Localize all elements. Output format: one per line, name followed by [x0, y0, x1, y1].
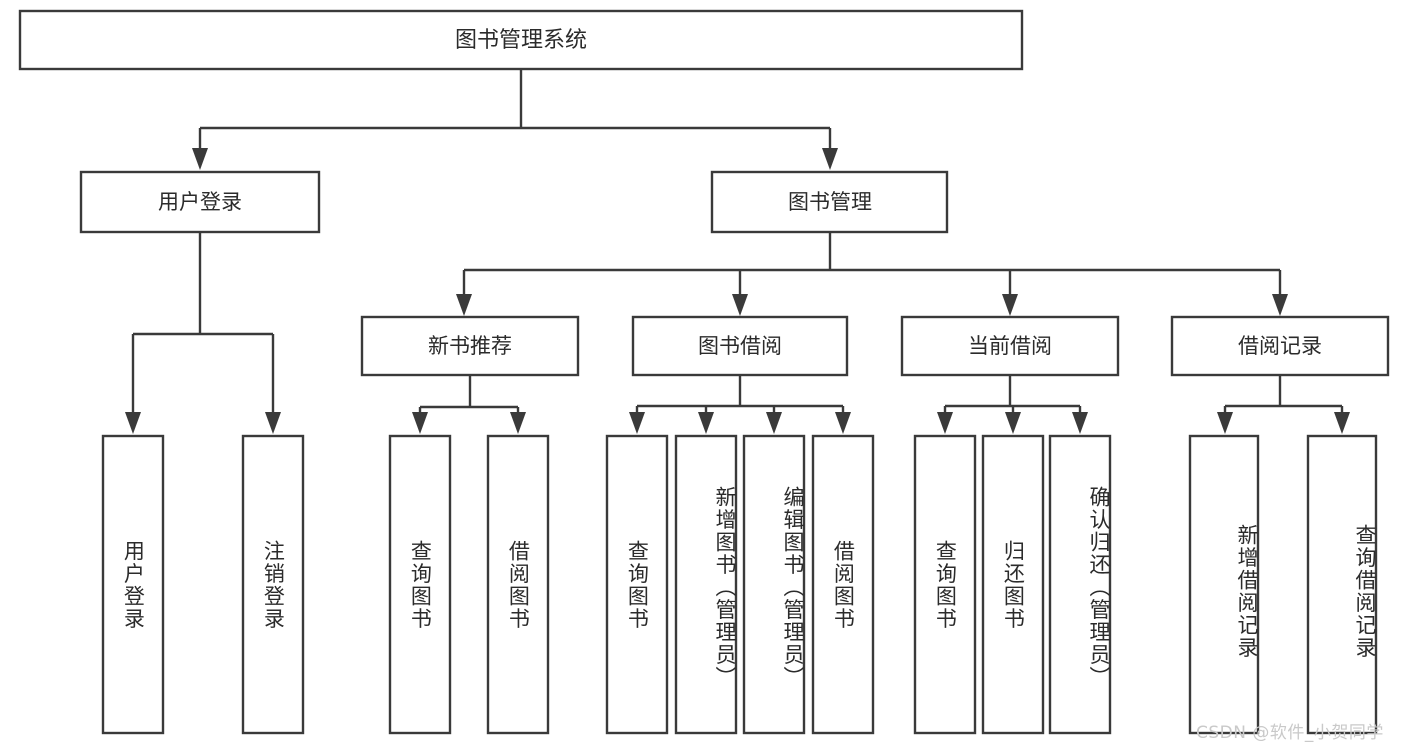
node-borrow-record-label: 借阅记录 — [1238, 334, 1322, 358]
node-book-management[interactable] — [710, 170, 949, 234]
leaf-box-logout[interactable] — [241, 434, 305, 735]
arrow-head-leaf-borrow-book-b — [835, 412, 851, 434]
arrow-head-leaf-add-book — [698, 412, 714, 434]
leaf-box-query-borrow-record[interactable] — [1306, 434, 1378, 735]
connector-group-new-book-to-leaves — [412, 375, 526, 434]
arrow-head-leaf-query-book-b — [629, 412, 645, 434]
arrow-head-leaf-confirm-return — [1072, 412, 1088, 434]
node-root-label: 图书管理系统 — [455, 28, 587, 53]
arrow-head-user-login — [192, 148, 208, 170]
leaf-box-add-borrow-record[interactable] — [1188, 434, 1260, 735]
leaf-box-query-book-recommend[interactable] — [388, 434, 452, 735]
leaf-box-query-book-borrow[interactable] — [605, 434, 669, 735]
arrow-head-current-borrow — [1002, 294, 1018, 316]
arrow-head-borrow-record — [1272, 294, 1288, 316]
arrow-head-leaf-return-book — [1005, 412, 1021, 434]
leaf-box-borrow-book[interactable] — [811, 434, 875, 735]
node-new-book-recommend[interactable] — [360, 315, 580, 377]
arrow-head-leaf-add-record — [1217, 412, 1233, 434]
leaf-box-query-book-current[interactable] — [913, 434, 977, 735]
node-book-borrow[interactable] — [631, 315, 849, 377]
arrow-head-leaf-user-login — [125, 412, 141, 434]
arrow-head-book-borrow — [732, 294, 748, 316]
arrow-head-leaf-query-record — [1334, 412, 1350, 434]
leaf-box-add-book[interactable] — [674, 434, 738, 735]
node-borrow-record[interactable] — [1170, 315, 1390, 377]
arrow-head-new-book-recommend — [456, 294, 472, 316]
node-current-borrow-label: 当前借阅 — [968, 334, 1052, 358]
arrow-head-leaf-query-book-c — [937, 412, 953, 434]
connector-group-borrow-record-to-leaves — [1217, 375, 1350, 434]
node-book-management-label: 图书管理 — [788, 190, 872, 214]
csdn-watermark: CSDN @软件_小贺同学 — [1196, 723, 1384, 743]
arrow-head-leaf-borrow-book-a — [510, 412, 526, 434]
leaf-box-borrow-book-recommend[interactable] — [486, 434, 550, 735]
node-new-book-recommend-label: 新书推荐 — [428, 334, 512, 358]
node-user-login[interactable] — [79, 170, 321, 234]
leaf-box-confirm-return[interactable] — [1048, 434, 1112, 735]
arrow-head-leaf-logout — [265, 412, 281, 434]
node-current-borrow[interactable] — [900, 315, 1120, 377]
leaf-box-edit-book[interactable] — [742, 434, 806, 735]
arrow-head-book-manage — [822, 148, 838, 170]
connector-group-current-borrow-to-leaves — [937, 375, 1088, 434]
connector-group-root-to-level1 — [192, 69, 838, 170]
connector-group-user-login-to-leaves — [125, 232, 281, 434]
leaf-box-return-book[interactable] — [981, 434, 1045, 735]
connector-group-book-manage-to-level2 — [456, 232, 1288, 316]
node-root-book-management-system[interactable] — [18, 9, 1024, 71]
node-user-login-label: 用户登录 — [158, 190, 242, 214]
arrow-head-leaf-edit-book — [766, 412, 782, 434]
connector-group-book-borrow-to-leaves — [629, 375, 851, 434]
node-book-borrow-label: 图书借阅 — [698, 334, 782, 358]
leaf-box-user-login[interactable] — [101, 434, 165, 735]
arrow-head-leaf-query-book-a — [412, 412, 428, 434]
